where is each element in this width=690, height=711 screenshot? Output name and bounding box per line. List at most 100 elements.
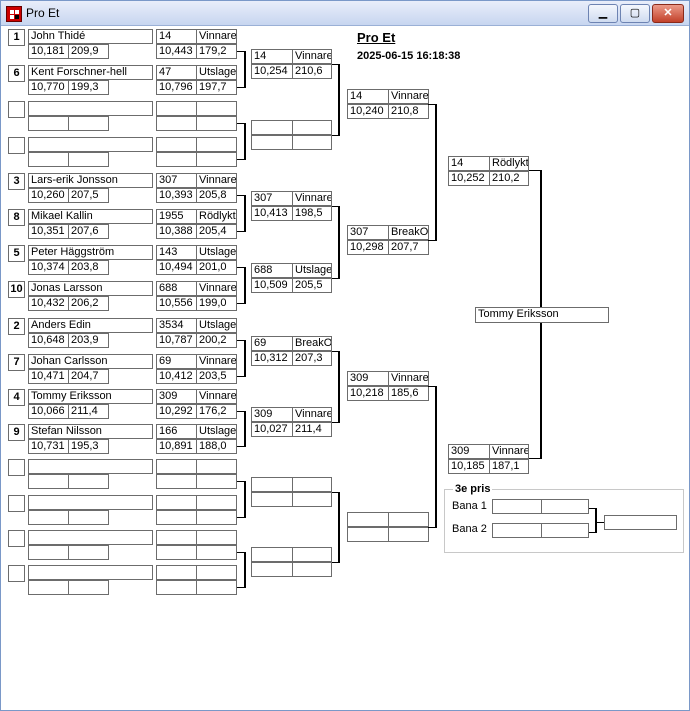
- close-button[interactable]: ✕: [652, 4, 684, 23]
- driver-rt-field[interactable]: [28, 580, 69, 595]
- round3-slot-et[interactable]: 10,240: [347, 104, 389, 119]
- driver-rt-field[interactable]: 10,181: [28, 44, 69, 59]
- round1-result-et[interactable]: 10,443: [156, 44, 197, 59]
- round4-slot-result[interactable]: Vinnare: [489, 444, 529, 459]
- round1-result-number[interactable]: 309: [156, 389, 197, 404]
- round2-slot-speed[interactable]: 198,5: [292, 206, 332, 221]
- driver-rt-field[interactable]: [28, 545, 69, 560]
- round4-slot-speed[interactable]: 210,2: [489, 171, 529, 186]
- round2-slot-speed[interactable]: 207,3: [292, 351, 332, 366]
- round3-slot-speed[interactable]: 207,7: [388, 240, 429, 255]
- round2-slot-speed[interactable]: 210,6: [292, 64, 332, 79]
- round2-slot-result[interactable]: [292, 477, 332, 492]
- round1-result-number[interactable]: 143: [156, 245, 197, 260]
- driver-speed-field[interactable]: 209,9: [68, 44, 109, 59]
- round1-result-number[interactable]: [156, 101, 197, 116]
- round3-slot-number[interactable]: [347, 512, 389, 527]
- round3-slot-speed[interactable]: 210,8: [388, 104, 429, 119]
- round1-result-result[interactable]: [196, 530, 237, 545]
- round2-slot-speed[interactable]: 211,4: [292, 422, 332, 437]
- round3-slot-speed[interactable]: [388, 527, 429, 542]
- round3-slot-result[interactable]: [388, 512, 429, 527]
- round2-slot-result[interactable]: Vinnare: [292, 407, 332, 422]
- driver-name-field[interactable]: [28, 530, 153, 545]
- round2-slot-number[interactable]: 14: [251, 49, 293, 64]
- round1-result-speed[interactable]: 199,0: [196, 296, 237, 311]
- driver-name-field[interactable]: John Thidé: [28, 29, 153, 44]
- round2-slot-et[interactable]: 10,254: [251, 64, 293, 79]
- driver-rt-field[interactable]: [28, 474, 69, 489]
- driver-name-field[interactable]: [28, 459, 153, 474]
- driver-name-field[interactable]: [28, 137, 153, 152]
- round3-slot-number[interactable]: 307: [347, 225, 389, 240]
- round2-slot-speed[interactable]: [292, 135, 332, 150]
- driver-rt-field[interactable]: 10,066: [28, 404, 69, 419]
- round2-slot-et[interactable]: 10,413: [251, 206, 293, 221]
- round2-slot-et[interactable]: [251, 492, 293, 507]
- round1-result-et[interactable]: 10,796: [156, 80, 197, 95]
- third-place-lane2-result[interactable]: [541, 523, 589, 538]
- round3-slot-result[interactable]: Vinnare: [388, 371, 429, 386]
- round1-result-result[interactable]: [196, 565, 237, 580]
- round1-result-result[interactable]: Rödlyktan: [196, 209, 237, 224]
- round1-result-result[interactable]: [196, 459, 237, 474]
- round1-result-result[interactable]: [196, 495, 237, 510]
- driver-speed-field[interactable]: 195,3: [68, 439, 109, 454]
- driver-speed-field[interactable]: [68, 474, 109, 489]
- driver-rt-field[interactable]: 10,471: [28, 369, 69, 384]
- round1-result-speed[interactable]: 203,5: [196, 369, 237, 384]
- driver-rt-field[interactable]: [28, 116, 69, 131]
- winner-field[interactable]: Tommy Eriksson: [475, 307, 609, 323]
- round1-result-et[interactable]: [156, 474, 197, 489]
- round1-result-speed[interactable]: [196, 474, 237, 489]
- round3-slot-result[interactable]: BreakOut: [388, 225, 429, 240]
- round1-result-et[interactable]: [156, 510, 197, 525]
- round1-result-et[interactable]: 10,393: [156, 188, 197, 203]
- round2-slot-speed[interactable]: [292, 492, 332, 507]
- round2-slot-speed[interactable]: 205,5: [292, 278, 332, 293]
- round2-slot-number[interactable]: 307: [251, 191, 293, 206]
- round1-result-result[interactable]: Vinnare: [196, 354, 237, 369]
- round4-slot-result[interactable]: Rödlyktan: [489, 156, 529, 171]
- driver-speed-field[interactable]: [68, 580, 109, 595]
- round1-result-et[interactable]: 10,412: [156, 369, 197, 384]
- driver-speed-field[interactable]: 199,3: [68, 80, 109, 95]
- round4-slot-number[interactable]: 14: [448, 156, 490, 171]
- round1-result-number[interactable]: 69: [156, 354, 197, 369]
- round4-slot-number[interactable]: 309: [448, 444, 490, 459]
- round4-slot-et[interactable]: 10,185: [448, 459, 490, 474]
- driver-speed-field[interactable]: 207,6: [68, 224, 109, 239]
- round1-result-et[interactable]: 10,556: [156, 296, 197, 311]
- driver-rt-field[interactable]: 10,351: [28, 224, 69, 239]
- round1-result-number[interactable]: 47: [156, 65, 197, 80]
- round1-result-et[interactable]: 10,787: [156, 333, 197, 348]
- round2-slot-et[interactable]: 10,027: [251, 422, 293, 437]
- round1-result-speed[interactable]: [196, 580, 237, 595]
- round1-result-et[interactable]: 10,292: [156, 404, 197, 419]
- round1-result-number[interactable]: 166: [156, 424, 197, 439]
- round2-slot-result[interactable]: [292, 547, 332, 562]
- driver-rt-field[interactable]: 10,731: [28, 439, 69, 454]
- driver-rt-field[interactable]: 10,648: [28, 333, 69, 348]
- round1-result-number[interactable]: [156, 137, 197, 152]
- round1-result-speed[interactable]: 205,8: [196, 188, 237, 203]
- driver-speed-field[interactable]: 206,2: [68, 296, 109, 311]
- driver-name-field[interactable]: [28, 101, 153, 116]
- driver-speed-field[interactable]: [68, 545, 109, 560]
- driver-name-field[interactable]: Jonas Larsson: [28, 281, 153, 296]
- round1-result-et[interactable]: [156, 152, 197, 167]
- round1-result-number[interactable]: 1955: [156, 209, 197, 224]
- round3-slot-result[interactable]: Vinnare: [388, 89, 429, 104]
- round1-result-speed[interactable]: 176,2: [196, 404, 237, 419]
- round1-result-result[interactable]: Vinnare: [196, 173, 237, 188]
- round1-result-result[interactable]: Vinnare: [196, 281, 237, 296]
- round2-slot-number[interactable]: [251, 477, 293, 492]
- driver-name-field[interactable]: [28, 495, 153, 510]
- round3-slot-number[interactable]: 309: [347, 371, 389, 386]
- round2-slot-number[interactable]: [251, 547, 293, 562]
- driver-speed-field[interactable]: 211,4: [68, 404, 109, 419]
- third-place-winner[interactable]: [604, 515, 677, 530]
- round1-result-speed[interactable]: 188,0: [196, 439, 237, 454]
- driver-name-field[interactable]: Stefan Nilsson: [28, 424, 153, 439]
- round3-slot-number[interactable]: 14: [347, 89, 389, 104]
